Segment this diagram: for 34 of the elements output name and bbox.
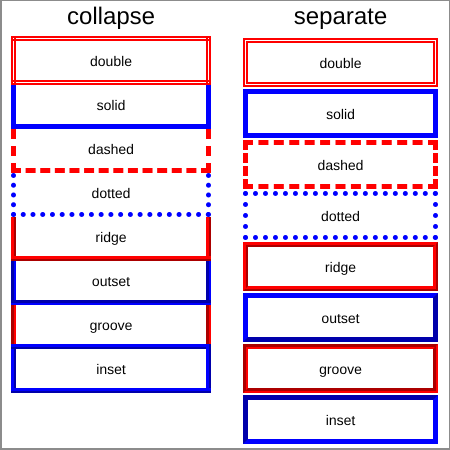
- bordered-cell: [14, 170, 208, 214]
- bordered-cell: [243, 395, 438, 444]
- cell-label: double: [319, 54, 362, 70]
- bordered-cell: [243, 344, 438, 393]
- bordered-cell: [243, 242, 438, 291]
- cell-label: dotted: [92, 184, 130, 200]
- cell-label: groove: [90, 316, 132, 332]
- bordered-cell: [14, 82, 208, 126]
- cell-label: solid: [96, 96, 126, 112]
- cell-label: dotted: [321, 208, 360, 224]
- cell-label: double: [90, 52, 132, 68]
- cell-label: inset: [96, 360, 126, 376]
- cell-label: outset: [92, 272, 130, 288]
- column-heading: separate: [294, 3, 388, 31]
- cell-label: dashed: [318, 156, 364, 172]
- cell-label: ridge: [324, 258, 356, 274]
- bordered-cell: [243, 191, 438, 240]
- column-heading: collapse: [66, 3, 156, 31]
- bordered-cell: [14, 38, 208, 82]
- bordered-cell: [243, 293, 438, 342]
- cell-label: ridge: [95, 228, 127, 244]
- cell-label: solid: [326, 106, 355, 122]
- bordered-cell: [243, 89, 438, 138]
- bordered-cell: [14, 258, 208, 302]
- bordered-cell: [14, 214, 208, 258]
- bordered-cell: [14, 346, 208, 390]
- bordered-cell: [14, 126, 208, 170]
- bordered-cell: [243, 38, 438, 87]
- cell-label: inset: [326, 412, 356, 428]
- cell-label: outset: [321, 310, 360, 326]
- bordered-cell: [14, 302, 208, 346]
- bordered-cell: [243, 140, 438, 189]
- cell-label: groove: [319, 360, 362, 376]
- cell-label: dashed: [88, 140, 134, 156]
